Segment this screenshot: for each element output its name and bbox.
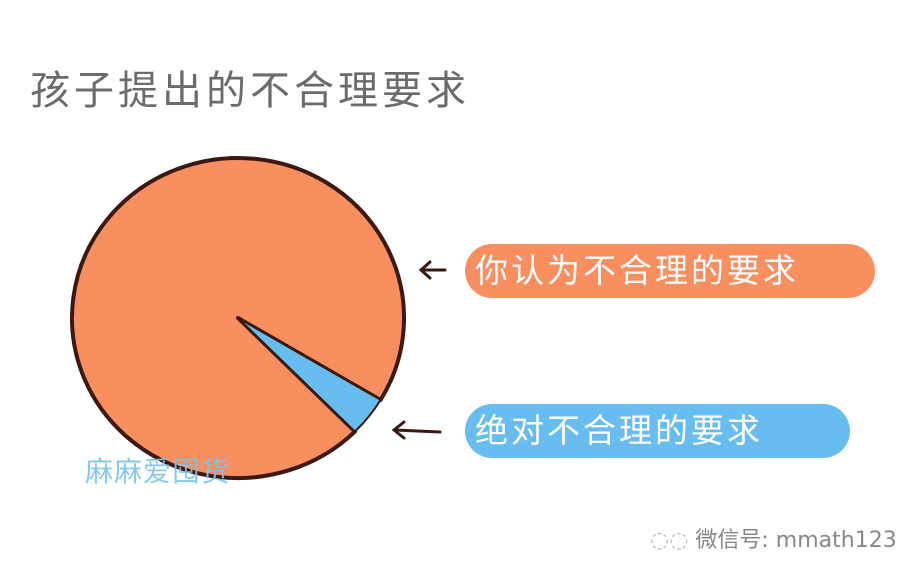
pie-slice-1	[237, 317, 382, 433]
wechat-icon: ◌◌	[650, 528, 689, 553]
wechat-text: 微信号: mmath123	[695, 528, 897, 553]
chart-title: 孩子提出的不合理要求	[30, 68, 470, 114]
watermark: 麻麻爱囤货	[85, 455, 231, 488]
legend-label-unreasonable-to-you: 你认为不合理的要求	[465, 244, 875, 298]
wechat-id: ◌◌ 微信号: mmath123	[650, 522, 897, 554]
legend-label-absolutely-unreasonable: 绝对不合理的要求	[465, 404, 850, 458]
arrow-icon	[391, 420, 442, 440]
arrow-icon	[418, 260, 447, 280]
